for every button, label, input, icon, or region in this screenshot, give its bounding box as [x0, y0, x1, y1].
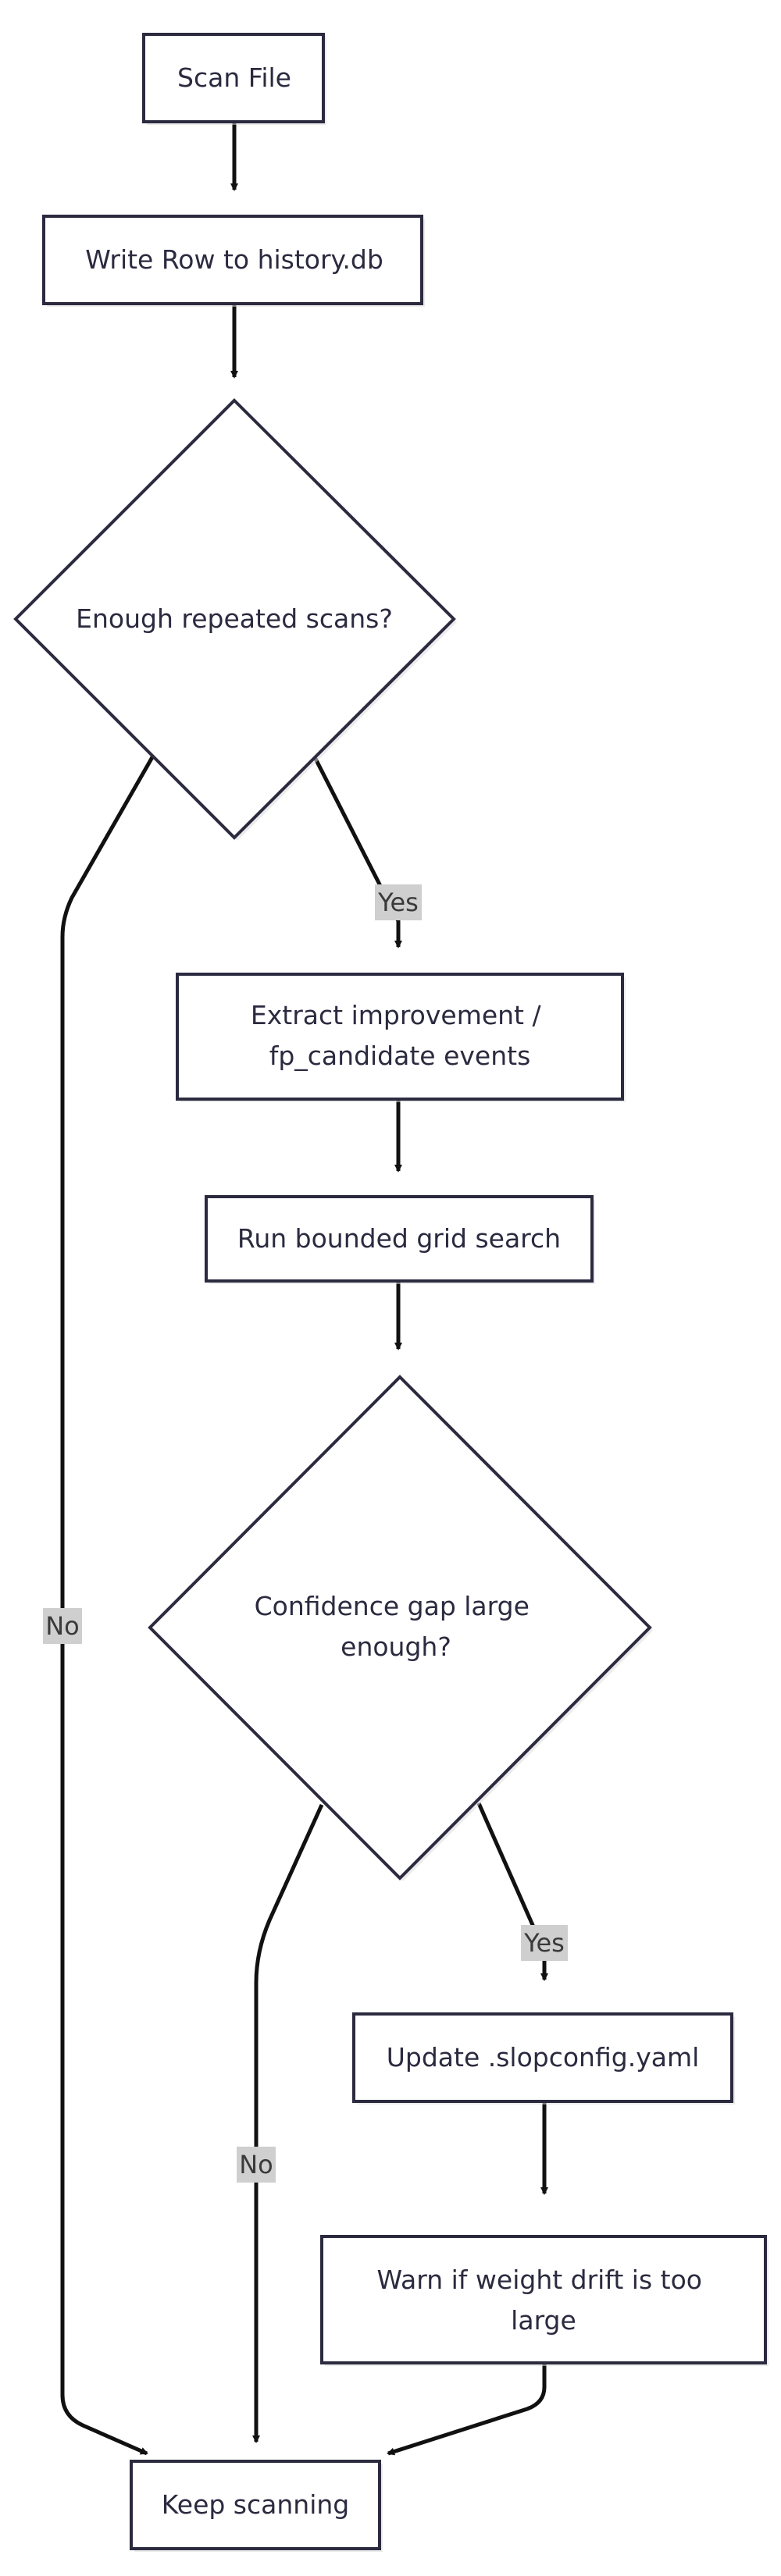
node-warn-drift: Warn if weight drift is too large — [320, 2235, 769, 2366]
node-scan-file-text: Scan File — [177, 62, 291, 93]
node-write-row-line-1: Write Row to history.db — [85, 244, 383, 275]
node-enough-scans-decision: Enough repeated scans? — [13, 398, 457, 841]
edge-decision-yes-to-extract — [312, 756, 402, 948]
node-grid-search: Run bounded grid search — [205, 1195, 595, 1284]
node-grid-search-line-1: Run bounded grid search — [237, 1223, 561, 1254]
node-warn-drift-text: Warn if weight drift is too large — [377, 2265, 711, 2336]
edge-label-confidence-no-text: No — [239, 2150, 273, 2179]
node-keep-scanning: Keep scanning — [130, 2460, 383, 2552]
node-confidence-gap-text: Confidence gap large enough? — [255, 1591, 538, 1662]
node-update-config: Update .slopconfig.yaml — [352, 2012, 735, 2105]
node-keep-scanning-text: Keep scanning — [162, 2489, 349, 2520]
node-warn-drift-line-1: Warn if weight drift is too — [377, 2265, 702, 2295]
edges — [60, 122, 548, 2456]
edge-label-enough-no: No — [43, 1608, 82, 1644]
node-extract-events: Extract improvement / fp_candidate event… — [176, 973, 626, 1102]
node-confidence-gap-line-1: Confidence gap large — [255, 1591, 530, 1621]
edge-label-confidence-no: No — [237, 2147, 276, 2183]
node-extract-events-text: Extract improvement / fp_candidate event… — [251, 1000, 549, 1071]
node-extract-events-line-1: Extract improvement / — [251, 1000, 542, 1030]
node-write-row: Write Row to history.db — [42, 215, 425, 307]
node-update-config-line-1: Update .slopconfig.yaml — [387, 2042, 700, 2073]
edge-confidence-no-to-keep — [252, 1803, 324, 2443]
node-write-row-text: Write Row to history.db — [85, 244, 383, 275]
edge-label-confidence-yes-text: Yes — [523, 1928, 565, 1958]
node-extract-events-line-2: fp_candidate events — [269, 1041, 531, 1071]
node-confidence-gap-decision: Confidence gap large enough? — [148, 1375, 653, 1881]
node-scan-file-line-1: Scan File — [177, 62, 291, 93]
node-scan-file: Scan File — [142, 33, 326, 125]
edge-decision-no-to-keep — [60, 756, 155, 2456]
node-enough-scans-text: Enough repeated scans? — [76, 603, 393, 634]
node-enough-scans-line-1: Enough repeated scans? — [76, 603, 393, 634]
node-update-config-text: Update .slopconfig.yaml — [387, 2042, 700, 2073]
edge-label-enough-yes: Yes — [375, 884, 422, 920]
node-warn-drift-line-2: large — [511, 2305, 576, 2336]
edge-label-confidence-yes: Yes — [521, 1925, 568, 1961]
node-keep-scanning-line-1: Keep scanning — [162, 2489, 349, 2520]
edge-label-enough-yes-text: Yes — [377, 888, 419, 917]
node-confidence-gap-line-2: enough? — [341, 1631, 451, 1662]
edge-label-enough-no-text: No — [45, 1611, 80, 1641]
node-grid-search-text: Run bounded grid search — [237, 1223, 561, 1254]
edge-warn-to-keep — [387, 2361, 547, 2456]
